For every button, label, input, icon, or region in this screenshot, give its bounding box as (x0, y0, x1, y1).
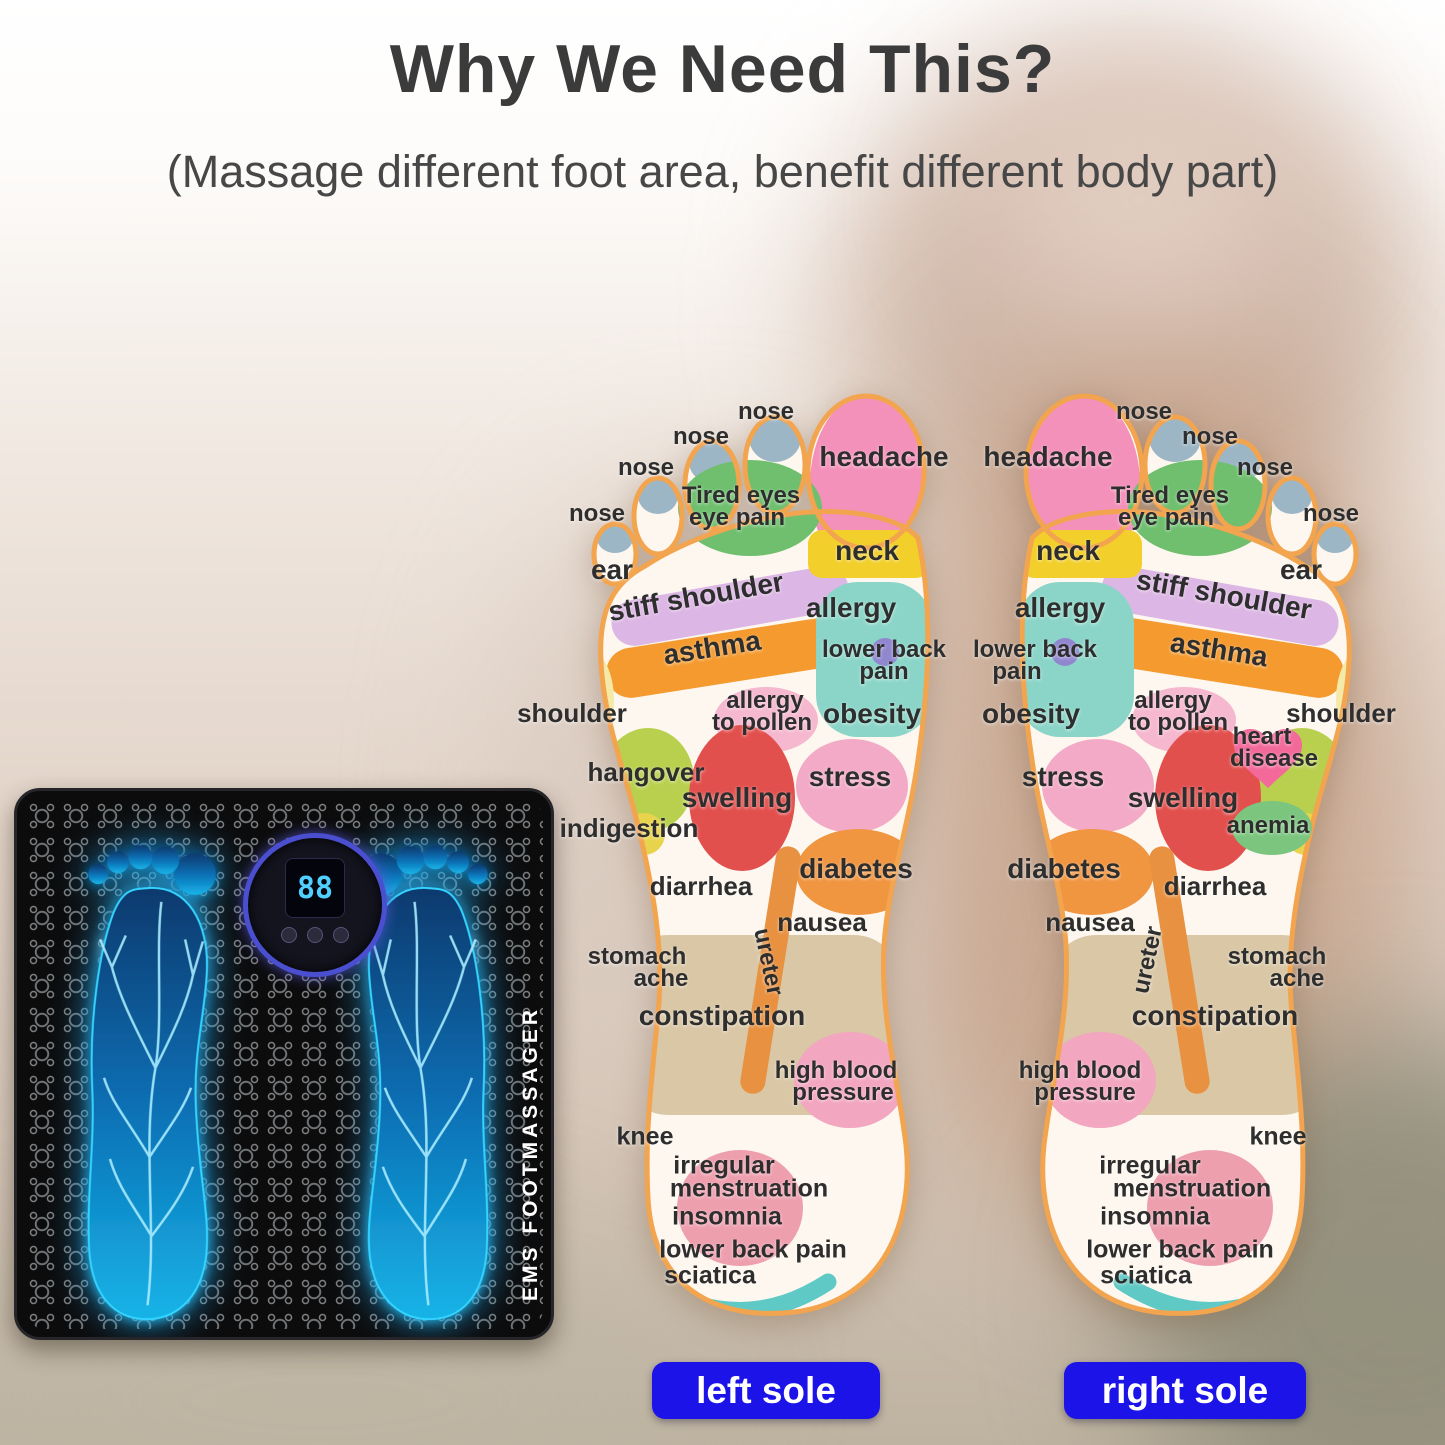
page-subtitle: (Massage different foot area, benefit di… (166, 146, 1279, 197)
ems-massager-pad: 88 EMS FOOTMASSAGER (14, 788, 554, 1340)
screen-readout: 88 (296, 870, 334, 906)
controller-device: 88 (243, 833, 387, 977)
page-title: Why We Need This? (389, 31, 1056, 107)
right-foot-diagram (990, 390, 1390, 1340)
product-name-label: EMS FOOTMASSAGER (519, 1005, 542, 1301)
left-foot-diagram (560, 390, 960, 1340)
zone-anemia (1232, 801, 1312, 855)
power-button (281, 927, 297, 943)
minus-button (333, 927, 349, 943)
background-blur-blob (980, 90, 1300, 310)
right-sole-badge: right sole (1064, 1362, 1306, 1419)
controller-buttons (281, 927, 349, 943)
zone-heart-disease (1234, 729, 1302, 788)
left-sole-badge: left sole (652, 1362, 880, 1419)
plus-button (307, 927, 323, 943)
controller-screen: 88 (285, 858, 345, 918)
